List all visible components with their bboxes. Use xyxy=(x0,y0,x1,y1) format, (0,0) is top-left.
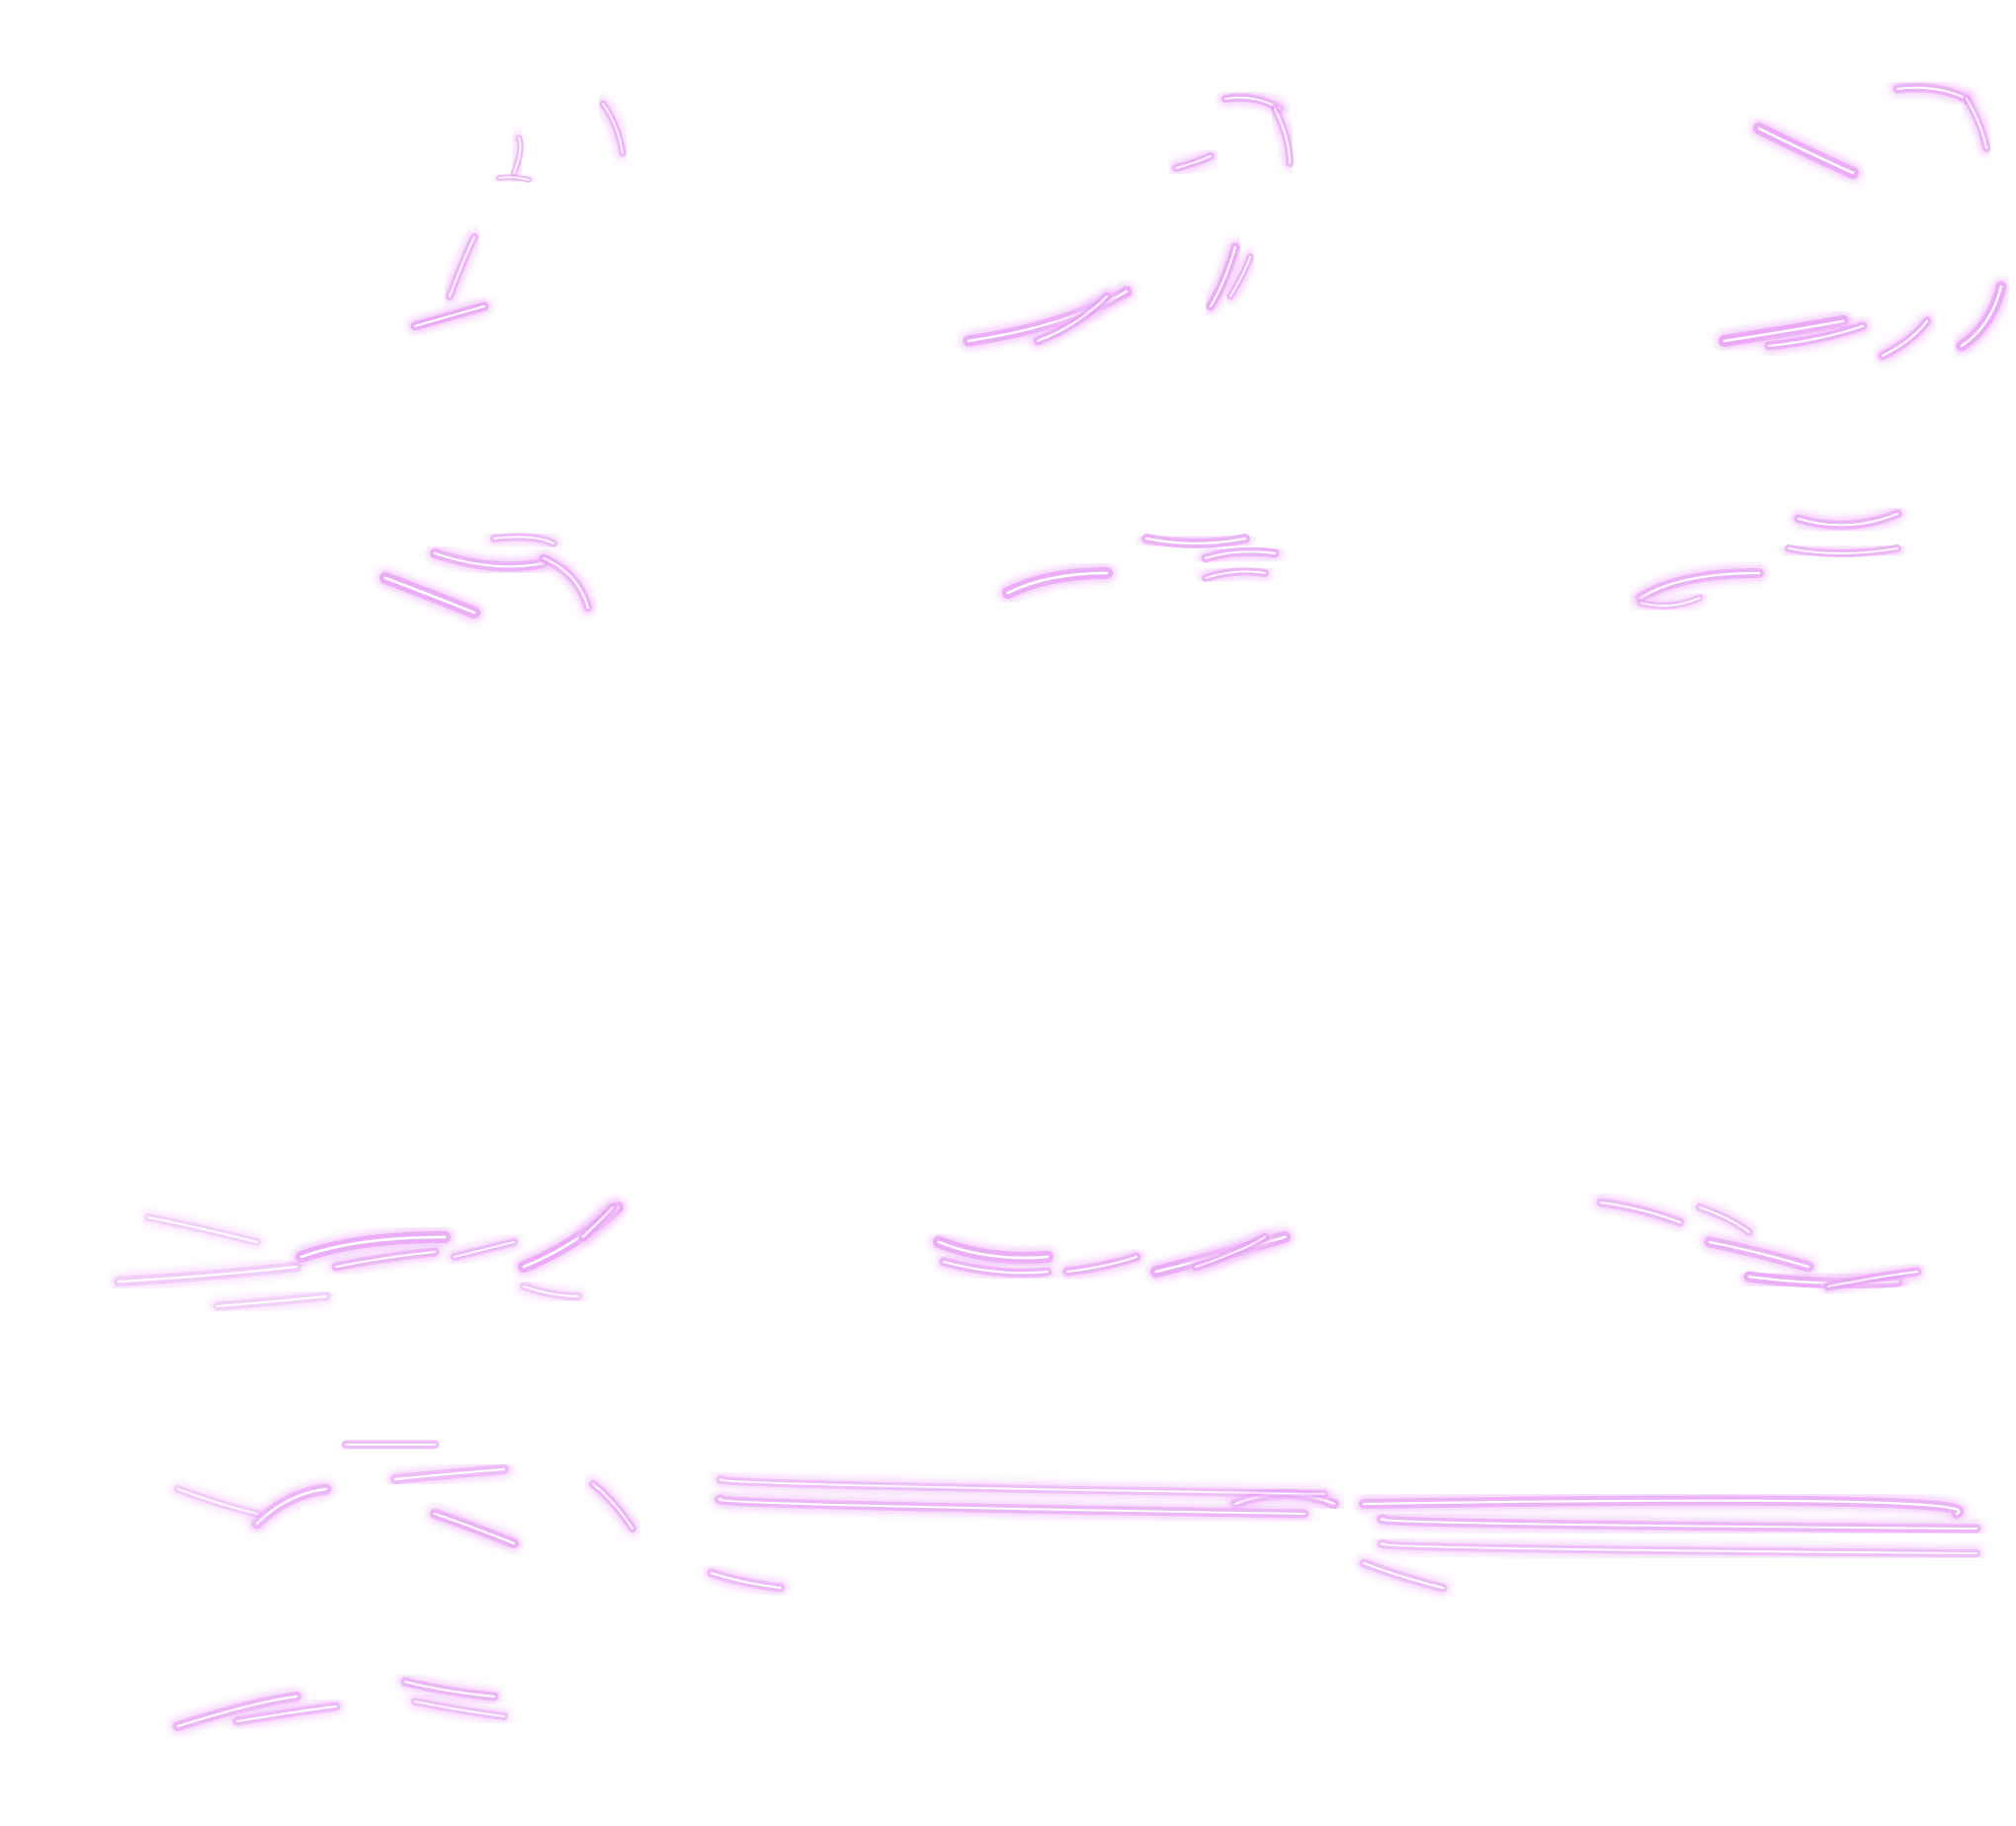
sprite-frame-2 xyxy=(672,0,1344,456)
sprite-frame-6 xyxy=(1344,456,2016,913)
wind-streak xyxy=(328,1244,443,1275)
sprite-frame-4 xyxy=(0,456,672,913)
wind-streak xyxy=(1761,318,1871,354)
wind-streak xyxy=(1030,289,1115,349)
wind-streak xyxy=(210,1288,334,1314)
wind-streak xyxy=(712,1491,1312,1522)
wind-streak xyxy=(171,1482,264,1521)
sprite-frame-1 xyxy=(0,0,672,456)
wind-streak xyxy=(575,1200,621,1245)
wind-streak xyxy=(1223,250,1257,303)
wind-streak xyxy=(1203,239,1243,314)
wind-streak xyxy=(713,1472,1331,1501)
wind-slash-frame-7 xyxy=(111,1199,627,1314)
wind-streak xyxy=(170,1689,304,1734)
wind-streak xyxy=(448,1235,521,1264)
wind-streak xyxy=(427,545,551,575)
sprite-frame-11 xyxy=(672,1370,1344,1826)
wind-streak xyxy=(1356,1492,1968,1522)
sprite-frame-5 xyxy=(672,456,1344,913)
wind-slash-frame-10 xyxy=(170,1437,639,1734)
wind-streak xyxy=(1374,1536,1983,1560)
wind-streak xyxy=(1820,1264,1925,1294)
wind-slash-frame-4 xyxy=(377,530,596,622)
wind-streak xyxy=(387,1461,512,1487)
wind-streak xyxy=(408,1695,511,1723)
sprite-frame-7 xyxy=(0,913,672,1370)
wind-streak xyxy=(443,230,481,303)
wind-streak xyxy=(1791,506,1905,533)
wind-slash-frame-11 xyxy=(704,1472,1342,1596)
wind-streak xyxy=(1374,1511,1984,1536)
wind-streak xyxy=(1633,565,1767,606)
wind-streak xyxy=(377,569,483,622)
sprite-frame-8 xyxy=(672,913,1344,1370)
wind-streak xyxy=(397,1674,502,1704)
wind-streak xyxy=(704,1565,789,1596)
wind-streak xyxy=(1782,541,1904,560)
wind-streak xyxy=(248,1480,335,1533)
wind-streak xyxy=(930,1233,1056,1267)
wind-streak xyxy=(1169,149,1218,175)
wind-streak xyxy=(493,171,535,186)
wind-streak xyxy=(111,1259,304,1289)
wind-slash-frame-12 xyxy=(1356,1492,1984,1596)
wind-streak xyxy=(1059,1249,1144,1280)
wind-streak xyxy=(1953,278,2010,355)
wind-streak xyxy=(141,1210,264,1249)
wind-slash-frame-9 xyxy=(1593,1195,1925,1294)
wind-streak xyxy=(1634,591,1707,613)
wind-slash-frame-3 xyxy=(1716,80,2010,364)
wind-slash-frame-1 xyxy=(407,97,630,334)
wind-streak xyxy=(1198,543,1283,566)
wind-streak xyxy=(1960,92,1993,155)
sprite-frame-12 xyxy=(1344,1370,2016,1826)
wind-streak xyxy=(536,550,596,616)
wind-slash-frame-8 xyxy=(930,1228,1294,1281)
sprite-frame-9 xyxy=(1344,913,2016,1370)
wind-streak xyxy=(596,97,630,160)
wind-streak xyxy=(1890,80,1974,107)
wind-streak xyxy=(507,131,528,180)
wind-streak xyxy=(1875,313,1935,364)
wind-streak xyxy=(1593,1195,1688,1230)
wind-slash-frame-2 xyxy=(960,90,1297,350)
wind-streak xyxy=(1750,120,1862,182)
wind-streak xyxy=(936,1254,1055,1281)
wind-streak xyxy=(1138,531,1253,551)
wind-streak xyxy=(427,1506,522,1551)
wind-slash-frame-6 xyxy=(1633,506,1905,613)
sprite-frame-3 xyxy=(1344,0,2016,456)
wind-streak xyxy=(586,1477,639,1536)
wind-streak xyxy=(1199,564,1272,585)
wind-streak xyxy=(407,298,492,334)
sprite-frame-10 xyxy=(0,1370,672,1826)
wind-streak xyxy=(1268,102,1297,170)
wind-streak xyxy=(999,564,1116,602)
wind-streak xyxy=(487,530,560,550)
wind-streak xyxy=(1716,312,1852,350)
wind-streak xyxy=(1701,1233,1817,1276)
wind-streak xyxy=(1188,1229,1273,1275)
wind-streak xyxy=(517,1280,585,1303)
wind-streak xyxy=(229,1699,344,1729)
wind-streak xyxy=(293,1228,454,1266)
wind-streak xyxy=(1356,1555,1451,1596)
wind-streak xyxy=(1693,1201,1756,1239)
wind-slash-frame-5 xyxy=(999,531,1283,602)
